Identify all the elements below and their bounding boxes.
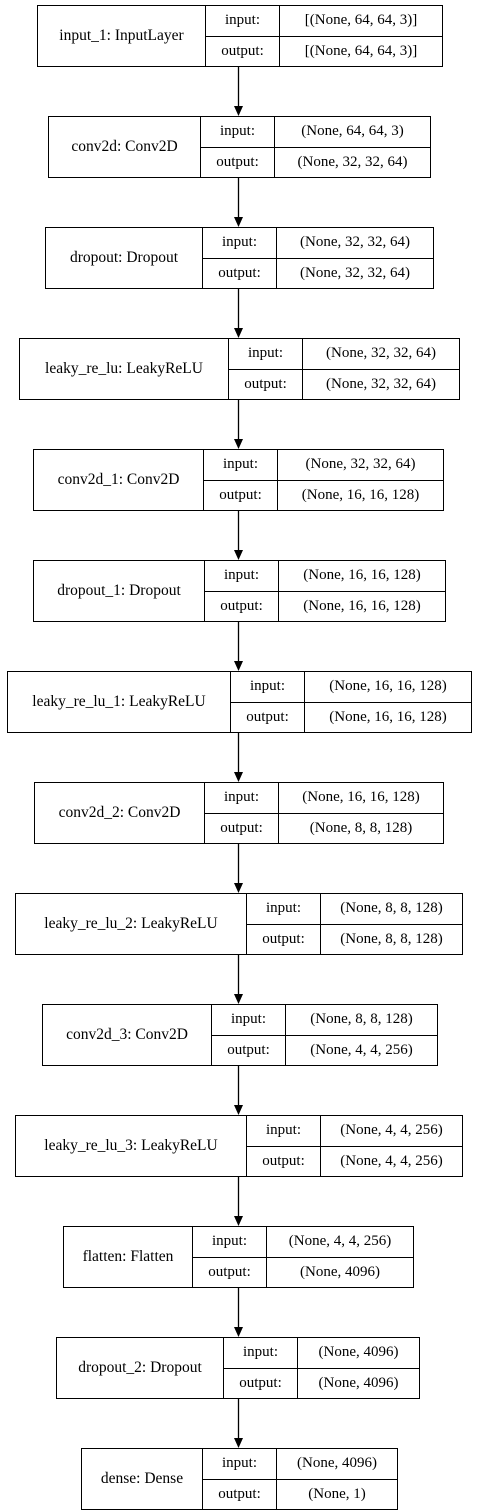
layer-node-dropout-1: dropout_1: Dropout input: (None, 16, 16, …: [33, 560, 446, 622]
arrowhead-icon: [234, 661, 243, 671]
input-label: input:: [193, 1227, 267, 1257]
layer-name: dropout: Dropout: [46, 228, 203, 288]
layer-node-input-1: input_1: InputLayer input: [(None, 64, 64…: [37, 5, 443, 67]
output-label: output:: [193, 1257, 267, 1287]
layer-node-dense: dense: Dense input: (None, 4096) output: (…: [81, 1448, 398, 1510]
layer-name: dropout_2: Dropout: [57, 1338, 224, 1398]
input-shape: (None, 4096): [318, 1344, 399, 1361]
input-label: input:: [205, 561, 279, 591]
arrowhead-icon: [234, 883, 243, 893]
layer-node-conv2d-2: conv2d_2: Conv2D input: (None, 16, 16, 12…: [34, 782, 444, 844]
output-label: output:: [231, 702, 305, 732]
layer-name: leaky_re_lu_1: LeakyReLU: [8, 672, 231, 732]
output-label: output:: [203, 1479, 277, 1509]
input-label: input:: [229, 339, 303, 369]
input-label: input:: [247, 894, 321, 924]
output-shape: (None, 8, 8, 128): [309, 819, 413, 836]
output-label: output:: [247, 1146, 321, 1176]
output-shape: (None, 4096): [300, 1263, 380, 1280]
arrowhead-icon: [234, 1438, 243, 1448]
input-label: input:: [204, 450, 278, 480]
layer-node-leaky-re-lu-2: leaky_re_lu_2: LeakyReLU input: (None, 8,…: [15, 893, 463, 955]
output-label: output:: [203, 258, 277, 288]
layer-node-flatten: flatten: Flatten input: (None, 4, 4, 256)…: [63, 1226, 414, 1288]
input-shape: (None, 16, 16, 128): [302, 789, 420, 806]
input-shape: (None, 4, 4, 256): [340, 1122, 443, 1139]
output-shape: (None, 32, 32, 64): [326, 375, 436, 392]
layer-name: conv2d_2: Conv2D: [35, 783, 205, 843]
input-shape: (None, 32, 32, 64): [305, 456, 416, 473]
output-shape: (None, 4, 4, 256): [310, 1041, 413, 1058]
layer-name: leaky_re_lu_3: LeakyReLU: [16, 1116, 247, 1176]
arrowhead-icon: [234, 550, 243, 560]
arrowhead-icon: [234, 217, 243, 227]
layer-node-conv2d: conv2d: Conv2D input: (None, 64, 64, 3) o…: [48, 116, 431, 178]
layer-name: input_1: InputLayer: [38, 6, 206, 66]
layer-name: leaky_re_lu: LeakyReLU: [20, 339, 229, 399]
input-label: input:: [231, 672, 305, 702]
layer-node-dropout-2: dropout_2: Dropout input: (None, 4096) ou…: [56, 1337, 420, 1399]
output-label: output:: [247, 924, 321, 954]
output-label: output:: [204, 480, 278, 510]
layer-name: conv2d: Conv2D: [49, 117, 201, 177]
layer-node-dropout: dropout: Dropout input: (None, 32, 32, 64…: [45, 227, 434, 289]
output-label: output:: [206, 36, 280, 66]
input-shape: (None, 8, 8, 128): [310, 1011, 413, 1028]
layer-name: leaky_re_lu_2: LeakyReLU: [16, 894, 247, 954]
layer-node-leaky-re-lu-3: leaky_re_lu_3: LeakyReLU input: (None, 4,…: [15, 1115, 463, 1177]
output-shape: (None, 32, 32, 64): [300, 264, 410, 281]
input-label: input:: [212, 1005, 286, 1035]
output-shape: (None, 16, 16, 128): [329, 708, 447, 725]
arrowhead-icon: [234, 439, 243, 449]
output-shape: (None, 4096): [318, 1374, 399, 1391]
arrowhead-icon: [234, 106, 243, 116]
output-shape: (None, 32, 32, 64): [297, 153, 408, 170]
output-shape: (None, 4, 4, 256): [340, 1152, 443, 1169]
input-label: input:: [247, 1116, 321, 1146]
layer-name: conv2d_3: Conv2D: [43, 1005, 212, 1065]
layer-name: dropout_1: Dropout: [34, 561, 205, 621]
output-label: output:: [229, 369, 303, 399]
arrowhead-icon: [234, 1105, 243, 1115]
arrowhead-icon: [234, 328, 243, 338]
input-label: input:: [203, 1449, 277, 1479]
input-shape: [(None, 64, 64, 3)]: [304, 12, 418, 29]
input-label: input:: [203, 228, 277, 258]
input-shape: (None, 8, 8, 128): [340, 900, 443, 917]
layer-name: flatten: Flatten: [64, 1227, 193, 1287]
output-label: output:: [224, 1368, 298, 1398]
input-label: input:: [205, 783, 279, 813]
input-shape: (None, 16, 16, 128): [329, 678, 447, 695]
input-shape: (None, 4096): [297, 1455, 377, 1472]
output-shape: (None, 16, 16, 128): [301, 486, 420, 503]
layer-node-conv2d-3: conv2d_3: Conv2D input: (None, 8, 8, 128)…: [42, 1004, 438, 1066]
arrowhead-icon: [234, 994, 243, 1004]
arrowhead-icon: [234, 1216, 243, 1226]
output-shape: (None, 16, 16, 128): [303, 597, 421, 614]
input-shape: (None, 16, 16, 128): [303, 567, 421, 584]
layer-node-leaky-re-lu-1: leaky_re_lu_1: LeakyReLU input: (None, 16…: [7, 671, 472, 733]
layer-name: dense: Dense: [82, 1449, 203, 1509]
arrowhead-icon: [234, 772, 243, 782]
layer-node-conv2d-1: conv2d_1: Conv2D input: (None, 32, 32, 64…: [33, 449, 444, 511]
arrowhead-icon: [234, 1327, 243, 1337]
output-label: output:: [212, 1035, 286, 1065]
input-label: input:: [206, 6, 280, 36]
input-shape: (None, 32, 32, 64): [326, 345, 436, 362]
output-shape: (None, 8, 8, 128): [340, 930, 443, 947]
input-label: input:: [201, 117, 275, 147]
output-shape: (None, 1): [308, 1485, 366, 1502]
output-label: output:: [201, 147, 275, 177]
output-label: output:: [205, 591, 279, 621]
input-shape: (None, 4, 4, 256): [288, 1233, 392, 1250]
input-shape: (None, 32, 32, 64): [300, 234, 410, 251]
output-label: output:: [205, 813, 279, 843]
layer-node-leaky-re-lu: leaky_re_lu: LeakyReLU input: (None, 32, …: [19, 338, 460, 400]
input-label: input:: [224, 1338, 298, 1368]
input-shape: (None, 64, 64, 3): [301, 123, 404, 140]
output-shape: [(None, 64, 64, 3)]: [304, 42, 418, 59]
layer-name: conv2d_1: Conv2D: [34, 450, 204, 510]
